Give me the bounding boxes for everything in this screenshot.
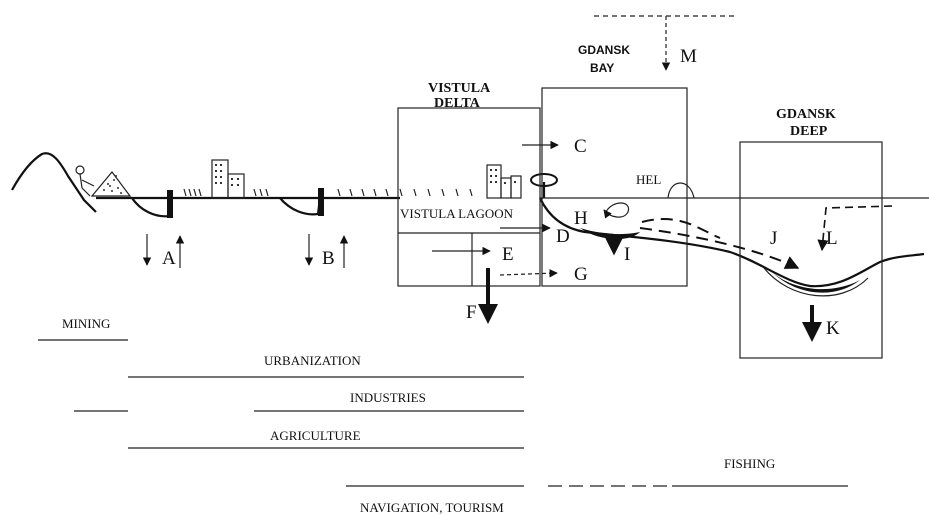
gdansk-bay-label: GDANSK BAY — [578, 43, 633, 75]
label-d: D — [556, 226, 570, 247]
vegetation — [184, 189, 472, 196]
label-k: K — [826, 318, 840, 339]
gdansk-bay-box — [542, 88, 687, 286]
hel-peninsula — [668, 183, 694, 198]
coastal-buildings — [487, 165, 521, 198]
deep-sediment — [770, 270, 860, 293]
gdansk-deep-label: GDANSK DEEP — [776, 107, 839, 139]
seabed-profile — [540, 198, 924, 286]
landscape-profile — [12, 153, 929, 296]
label-e: E — [502, 244, 514, 265]
mountain — [12, 153, 96, 212]
label-c: C — [574, 136, 587, 157]
label-i: I — [624, 244, 630, 265]
hel-label: HEL — [636, 172, 661, 187]
mining-label: MINING — [62, 316, 110, 331]
label-b: B — [322, 248, 335, 269]
region-labels: VISTULA DELTA GDANSK BAY GDANSK DEEP VIS… — [400, 43, 839, 221]
vistula-delta-label: VISTULA DELTA — [428, 81, 493, 111]
spoil-heap — [92, 172, 130, 196]
vistula-delta-box — [398, 108, 540, 286]
label-l: L — [826, 228, 838, 249]
activity-labels: MINING URBANIZATION INDUSTRIES AGRICULTU… — [62, 316, 775, 515]
vistula-lagoon-label: VISTULA LAGOON — [400, 206, 514, 221]
arrow-h — [604, 203, 629, 217]
label-j: J — [770, 228, 777, 249]
beach-umbrella — [531, 174, 557, 198]
label-f: F — [466, 302, 477, 323]
urbanization-label: URBANIZATION — [264, 353, 361, 368]
industries-label: INDUSTRIES — [350, 390, 426, 405]
navigation-tourism-label: NAVIGATION, TOURISM — [360, 500, 504, 515]
label-a: A — [162, 248, 176, 269]
city-buildings — [212, 160, 244, 198]
agriculture-label: AGRICULTURE — [270, 428, 361, 443]
flux-arrows — [147, 16, 892, 338]
label-g: G — [574, 264, 588, 285]
label-m: M — [680, 46, 697, 67]
arrow-g — [500, 273, 557, 275]
label-h: H — [574, 208, 588, 229]
fishing-label: FISHING — [724, 456, 775, 471]
